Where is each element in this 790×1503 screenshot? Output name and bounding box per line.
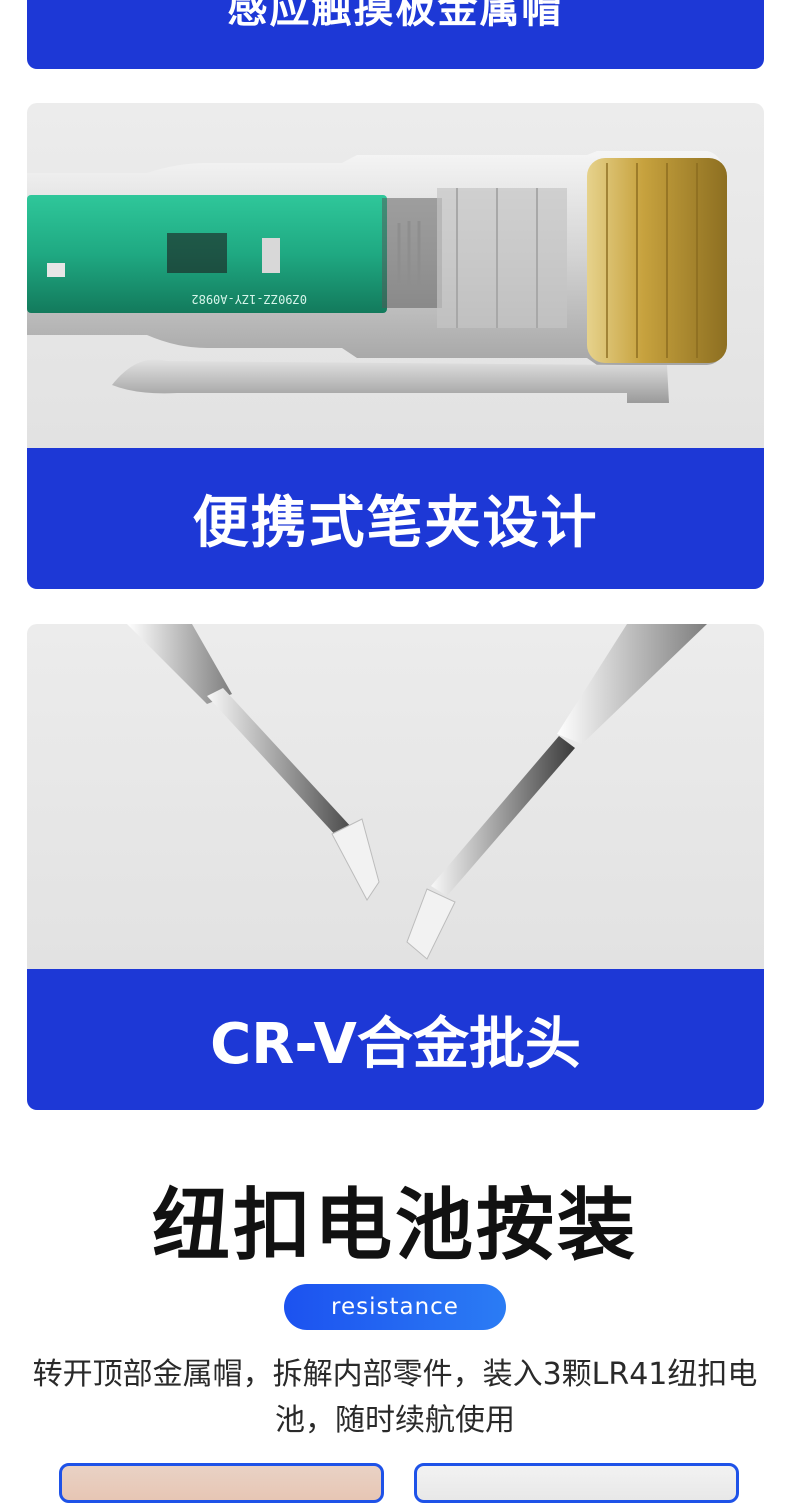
battery-section-description: 转开顶部金属帽，拆解内部零件，装入3颗LR41纽扣电池，随时续航使用 [32, 1357, 758, 1438]
battery-section-subtitle: resistance [331, 1294, 459, 1320]
feature-label-pen-clip: 便携式笔夹设计 [192, 491, 599, 556]
battery-step-photo-right [414, 1463, 739, 1503]
left-screwdriver-bit [127, 624, 380, 901]
feature-card-pen-clip: 0Z90ZZ-1ZY-A0982 [27, 103, 764, 589]
pen-body-illustration: 0Z90ZZ-1ZY-A0982 [27, 151, 727, 403]
pen-clip [112, 359, 669, 403]
battery-section-title: 纽扣电池按装 [151, 1181, 638, 1271]
screwdriver-bits-illustration [127, 624, 707, 960]
feature-banner-touch-cap: 感应触摸板金属帽 [27, 0, 764, 69]
feature-banner-pen-clip: 便携式笔夹设计 [27, 448, 764, 589]
battery-section-subtitle-pill: resistance [284, 1284, 506, 1330]
feature-label-crv-bit: CR-V合金批头 [210, 1012, 581, 1077]
pcb-code: 0Z90ZZ-1ZY-A0982 [191, 292, 307, 306]
metal-cap [587, 158, 727, 363]
battery-step-photo-left [59, 1463, 384, 1503]
feature-banner-crv-bit: CR-V合金批头 [27, 969, 764, 1110]
feature-card-crv-bit: CR-V合金批头 [27, 624, 764, 1110]
crv-bit-photo [27, 624, 764, 969]
pen-clip-photo: 0Z90ZZ-1ZY-A0982 [27, 103, 764, 448]
feature-label-touch-cap: 感应触摸板金属帽 [227, 0, 564, 32]
feature-card-touch-cap: 感应触摸板金属帽 [27, 0, 764, 69]
right-screwdriver-bit [406, 624, 707, 960]
